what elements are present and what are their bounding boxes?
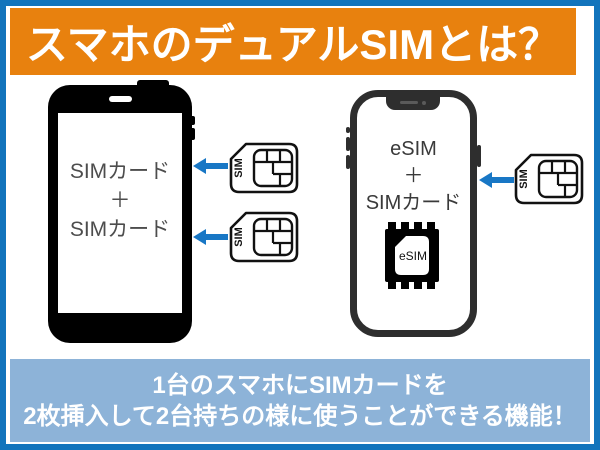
footer-banner: 1台のスマホにSIMカードを 2枚挿入して2台持ちの様に使うことができる機能！ xyxy=(10,359,590,442)
right-phone-notch xyxy=(386,95,440,110)
esim-chip-label: eSIM xyxy=(399,249,427,263)
sim-card-icon: SIM xyxy=(229,142,299,194)
esim-chip-icon: eSIM xyxy=(385,222,439,289)
left-phone-side-button xyxy=(190,128,195,140)
arrow-head-icon xyxy=(193,229,206,245)
right-phone-body xyxy=(350,90,477,337)
arrow-left-icon xyxy=(193,158,228,174)
notch-camera xyxy=(422,100,426,105)
left-screen-line2: SIMカード xyxy=(69,217,171,241)
sim-label: SIM xyxy=(518,169,530,189)
left-phone-side-button xyxy=(190,116,195,125)
sim-label: SIM xyxy=(233,227,245,247)
arrow-left-icon xyxy=(479,172,514,188)
arrow-shaft xyxy=(206,163,228,169)
arrow-head-icon xyxy=(193,158,206,174)
footer-line1: 1台のスマホにSIMカードを xyxy=(152,371,448,399)
right-phone-volume-button xyxy=(346,155,350,169)
right-phone-volume-button xyxy=(346,137,350,151)
sim-label: SIM xyxy=(233,158,245,178)
right-phone-power-button xyxy=(477,145,481,167)
right-phone-screen: eSIM ＋ SIMカード xyxy=(357,136,470,217)
arrow-head-icon xyxy=(479,172,492,188)
notch-speaker xyxy=(400,101,418,104)
left-phone-screen: SIMカード ＋ SIMカード xyxy=(58,113,182,313)
left-screen-line1: SIMカード xyxy=(69,159,171,183)
page-title: スマホのデュアルSIMとは？ xyxy=(25,21,561,68)
sim-card-icon: SIM xyxy=(514,153,584,205)
header-banner: スマホのデュアルSIMとは？ xyxy=(10,8,576,75)
plus-sign: ＋ xyxy=(109,188,131,212)
left-phone-speaker xyxy=(109,96,132,102)
footer-line2: 2枚挿入して2台持ちの様に使うことができる機能！ xyxy=(23,402,577,430)
plus-sign: ＋ xyxy=(403,165,424,187)
arrow-shaft xyxy=(206,234,228,240)
right-phone-mute-switch xyxy=(346,127,350,133)
right-screen-line1: eSIM xyxy=(390,138,437,160)
left-phone-power-button xyxy=(137,80,169,88)
arrow-shaft xyxy=(492,177,514,183)
right-screen-line2: SIMカード xyxy=(365,192,462,214)
sim-card-icon: SIM xyxy=(229,211,299,263)
arrow-left-icon xyxy=(193,229,228,245)
